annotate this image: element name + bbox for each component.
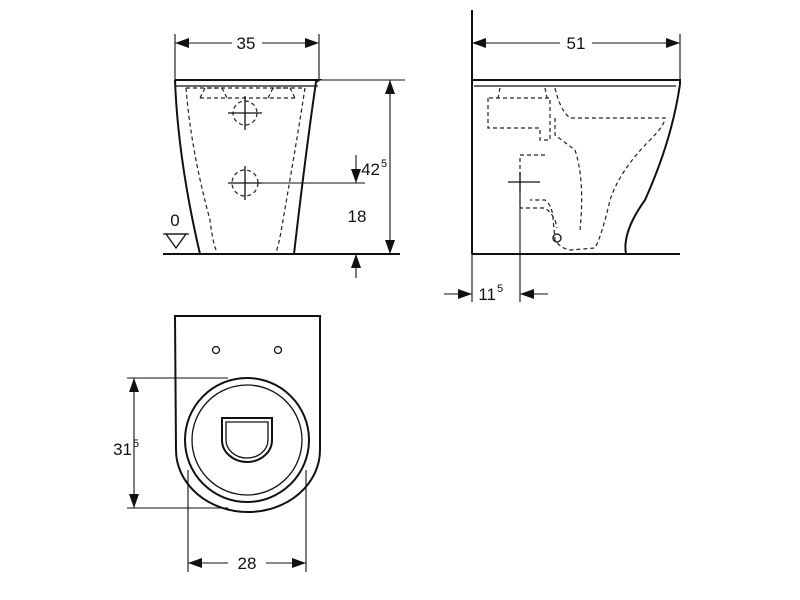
front-view: 35 42 5 18 0 bbox=[163, 34, 405, 278]
fixing-hole-left bbox=[211, 345, 221, 355]
front-inner-cavity bbox=[185, 87, 306, 253]
front-width-label: 35 bbox=[237, 34, 256, 53]
drain-height-label: 18 bbox=[348, 207, 367, 226]
top-width-dimension bbox=[187, 470, 307, 572]
side-offset-superscript: 5 bbox=[497, 283, 503, 295]
floor-level-marker bbox=[163, 233, 189, 250]
front-height-label: 42 bbox=[361, 160, 380, 179]
side-body-outline bbox=[472, 79, 681, 255]
floor-level-label: 0 bbox=[170, 211, 179, 230]
water-inlet-symbol bbox=[228, 96, 262, 130]
bowl-inner-rim bbox=[191, 384, 303, 496]
front-height-dimension bbox=[319, 79, 405, 254]
bowl-water-outlet bbox=[221, 417, 273, 463]
bowl-trap-dashed bbox=[519, 118, 583, 231]
bowl-outer-rim bbox=[184, 377, 310, 503]
front-height-superscript: 5 bbox=[381, 158, 387, 170]
side-view: 51 11 5 bbox=[444, 10, 681, 304]
front-width-dimension bbox=[174, 34, 320, 80]
drain-height-dimension bbox=[351, 155, 361, 278]
side-inlet-crosshair bbox=[508, 172, 540, 192]
top-depth-dimension bbox=[127, 377, 228, 509]
front-body-outline bbox=[174, 79, 323, 255]
side-fixing-block bbox=[487, 87, 551, 141]
side-outlet-circle bbox=[552, 233, 562, 243]
fixing-hole-right bbox=[273, 345, 283, 355]
top-depth-label: 31 bbox=[113, 440, 132, 459]
side-depth-label: 51 bbox=[567, 34, 586, 53]
top-body-outline bbox=[173, 315, 321, 513]
side-offset-dimension bbox=[444, 192, 548, 302]
top-view: 31 5 28 bbox=[113, 315, 321, 573]
bowl-inner-dashed bbox=[530, 87, 666, 251]
top-width-label: 28 bbox=[238, 554, 257, 573]
front-fixing-lugs bbox=[199, 87, 296, 99]
drain-outlet-symbol bbox=[228, 166, 365, 200]
side-offset-label: 11 bbox=[478, 285, 496, 304]
top-depth-superscript: 5 bbox=[133, 438, 139, 450]
side-depth-dimension bbox=[472, 34, 681, 80]
bowl-water-outlet-inner bbox=[225, 421, 269, 459]
